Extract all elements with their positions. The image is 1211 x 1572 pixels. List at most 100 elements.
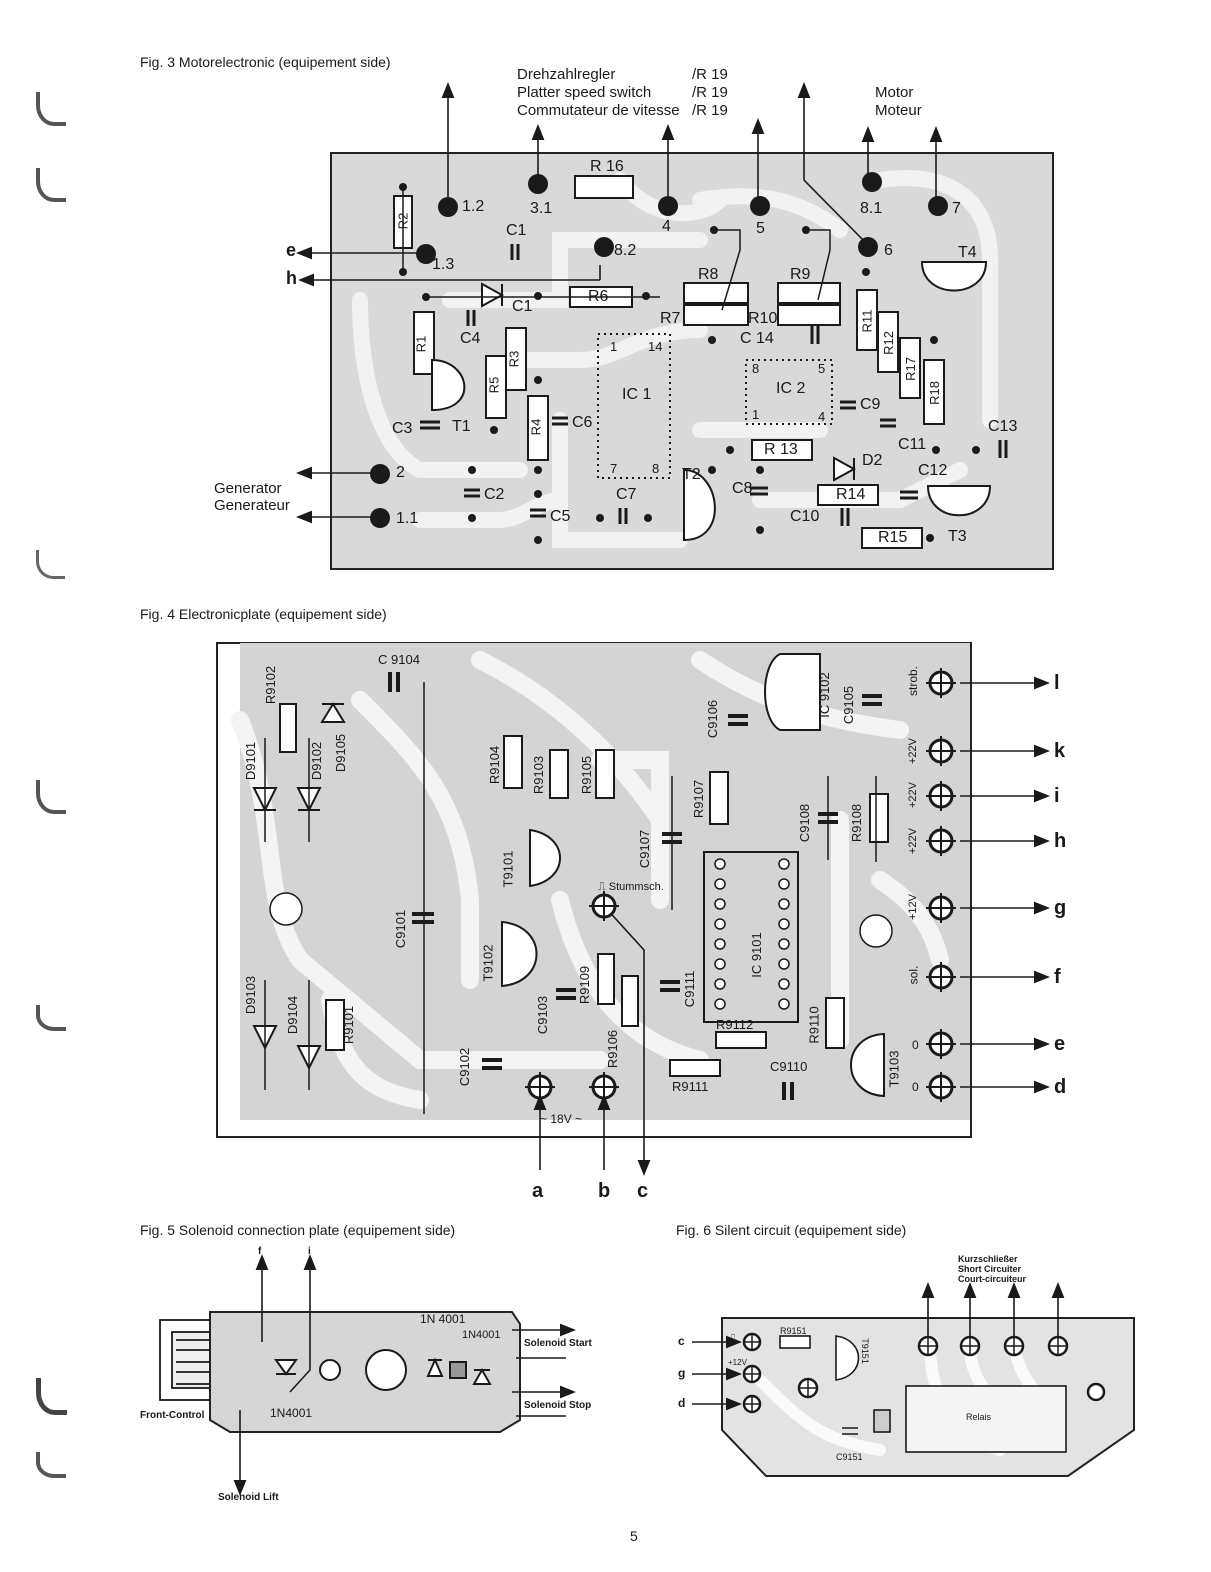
fig4-c9107: C9107	[637, 829, 653, 869]
fig4-r9111: R9111	[672, 1079, 709, 1094]
fig3-r17: R17	[902, 357, 918, 381]
fig3-pad-1-1: 1.1	[396, 510, 419, 527]
fig3-ic1-pin7: 7	[610, 461, 618, 476]
fig3-c8: C8	[732, 480, 753, 497]
fig3-r14: R14	[836, 486, 866, 503]
fig4-r9112: R9112	[716, 1017, 754, 1032]
fig3-c2: C2	[484, 486, 505, 503]
fig3-header-line-3: Commutateur de vitesse	[517, 102, 680, 119]
fig4-t9103: T9103	[886, 1050, 902, 1088]
fig3-r18: R18	[926, 381, 942, 405]
fig3-t3: T3	[948, 528, 967, 545]
fig3-r1: R1	[413, 335, 429, 353]
fig4-terminal-h: h	[1054, 830, 1067, 852]
fig3-c3: C3	[392, 420, 413, 437]
fig6-short-circuiter: Short Circuiter	[958, 1264, 1022, 1274]
fig3-header-line-1: Drehzahlregler	[517, 66, 616, 83]
fig6-r9151: R9151	[780, 1326, 807, 1336]
fig3-ic1-pin14: 14	[648, 339, 663, 354]
fig5-diode-1n4001-right: 1N4001	[462, 1329, 501, 1341]
fig3-header-ref-3: /R 19	[692, 102, 728, 119]
fig3-c10: C10	[790, 508, 820, 525]
fig4-c9111: C9111	[682, 970, 698, 1008]
fig4-r9107: R9107	[691, 779, 707, 819]
fig3-r5: R5	[486, 376, 502, 394]
fig3-pad-3-1: 3.1	[530, 200, 553, 217]
fig3-header-ref-2: /R 19	[692, 84, 728, 101]
fig3-pad-7: 7	[952, 200, 961, 217]
fig3-terminal-e: e	[286, 240, 297, 260]
fig5-terminal-i: i	[308, 1246, 311, 1257]
fig3-t2: T2	[682, 466, 701, 483]
fig4-r9103: R9103	[531, 755, 547, 795]
fig4-c9104: C 9104	[378, 652, 420, 667]
fig4-pin-12v: +12V	[907, 894, 919, 920]
fig3-t4: T4	[958, 244, 977, 261]
fig3-ic2: IC 2	[776, 380, 806, 397]
fig3-r9: R9	[790, 266, 811, 283]
fig3-r6: R6	[588, 288, 609, 305]
fig4-r9109: R9109	[577, 965, 593, 1005]
fig3-r13: R 13	[764, 441, 798, 458]
fig5-front-control: Front-Control	[140, 1410, 205, 1421]
fig3-ic2-pin4: 4	[818, 409, 826, 424]
fig5-solenoid-start: Solenoid Start	[524, 1338, 592, 1349]
fig6-caption: Fig. 6 Silent circuit (equipement side)	[676, 1222, 907, 1238]
fig4-c9103: C9103	[535, 995, 551, 1035]
fig4-terminal-c: c	[637, 1180, 649, 1202]
fig3-pad-5: 5	[756, 220, 765, 237]
fig3-c7: C7	[616, 486, 637, 503]
fig3-c6: C6	[572, 414, 593, 431]
fig6-relais: Relais	[966, 1412, 992, 1422]
fig4-d9103: D9103	[243, 975, 259, 1015]
fig3-t1: T1	[452, 418, 471, 435]
fig5-diode-1n4001-left: 1N4001	[270, 1406, 313, 1420]
fig3-c9: C9	[860, 396, 881, 413]
fig4-pin-0-b: 0	[912, 1080, 919, 1094]
fig4-terminal-f: f	[1054, 966, 1061, 988]
fig3-c5: C5	[550, 508, 571, 525]
fig3-r3: R3	[506, 350, 522, 368]
fig3-header-ref-1: /R 19	[692, 66, 728, 83]
fig3-c11: C11	[898, 436, 927, 453]
fig4-ic9102: IC 9102	[816, 672, 832, 718]
fig4-pin-22v-1: +22V	[907, 738, 919, 764]
fig4-r9104: R9104	[487, 745, 503, 785]
fig4-pin-0-a: 0	[912, 1038, 919, 1052]
fig4-d9105: D9105	[333, 733, 349, 773]
fig6-12v-label: +12V	[728, 1358, 747, 1367]
fig6-court-circuiteur: Court-circuiteur	[958, 1274, 1027, 1284]
fig3-r4: R4	[528, 418, 544, 436]
fig4-t9102: T9102	[480, 944, 496, 982]
fig4-c9110: C9110	[770, 1059, 808, 1074]
fig4-terminal-l: l	[1054, 672, 1060, 694]
fig3-pad-8-1: 8.1	[860, 200, 883, 217]
fig4-r9106: R9106	[605, 1029, 621, 1069]
fig4-r9110: R9110	[806, 1006, 822, 1044]
fig4-d9104: D9104	[285, 995, 301, 1035]
fig3-motor-label: Motor	[875, 84, 914, 101]
fig3-pad-8-2: 8.2	[614, 242, 637, 259]
fig4-caption: Fig. 4 Electronicplate (equipement side)	[140, 606, 387, 622]
fig3-r2: R2	[395, 212, 411, 230]
fig3-c12: C12	[918, 462, 948, 479]
fig3-d2: D2	[862, 452, 883, 469]
fig3-r7: R7	[660, 310, 681, 327]
page-number: 5	[630, 1528, 638, 1544]
fig4-r9102: R9102	[263, 665, 279, 705]
fig3-pad-4: 4	[662, 218, 671, 235]
fig3-ic1-pin1: 1	[610, 339, 618, 354]
fig3-r12: R12	[880, 331, 896, 355]
fig3-ic2-pin5: 5	[818, 361, 826, 376]
fig4-d9101: D9101	[243, 741, 259, 781]
fig4-c9106: C9106	[705, 699, 721, 739]
fig4-r9105: R9105	[579, 755, 595, 795]
fig4-terminal-b: b	[598, 1180, 611, 1202]
fig4-c9105: C9105	[841, 685, 857, 725]
fig3-r16: R 16	[590, 158, 624, 175]
fig4-t9101: T9101	[500, 850, 516, 888]
fig3-c1-top: C1	[506, 222, 527, 239]
fig3-r11: R11	[859, 309, 875, 333]
fig3-generator-label: Generator	[214, 480, 282, 497]
fig4-pin-sol: sol.	[906, 965, 921, 985]
